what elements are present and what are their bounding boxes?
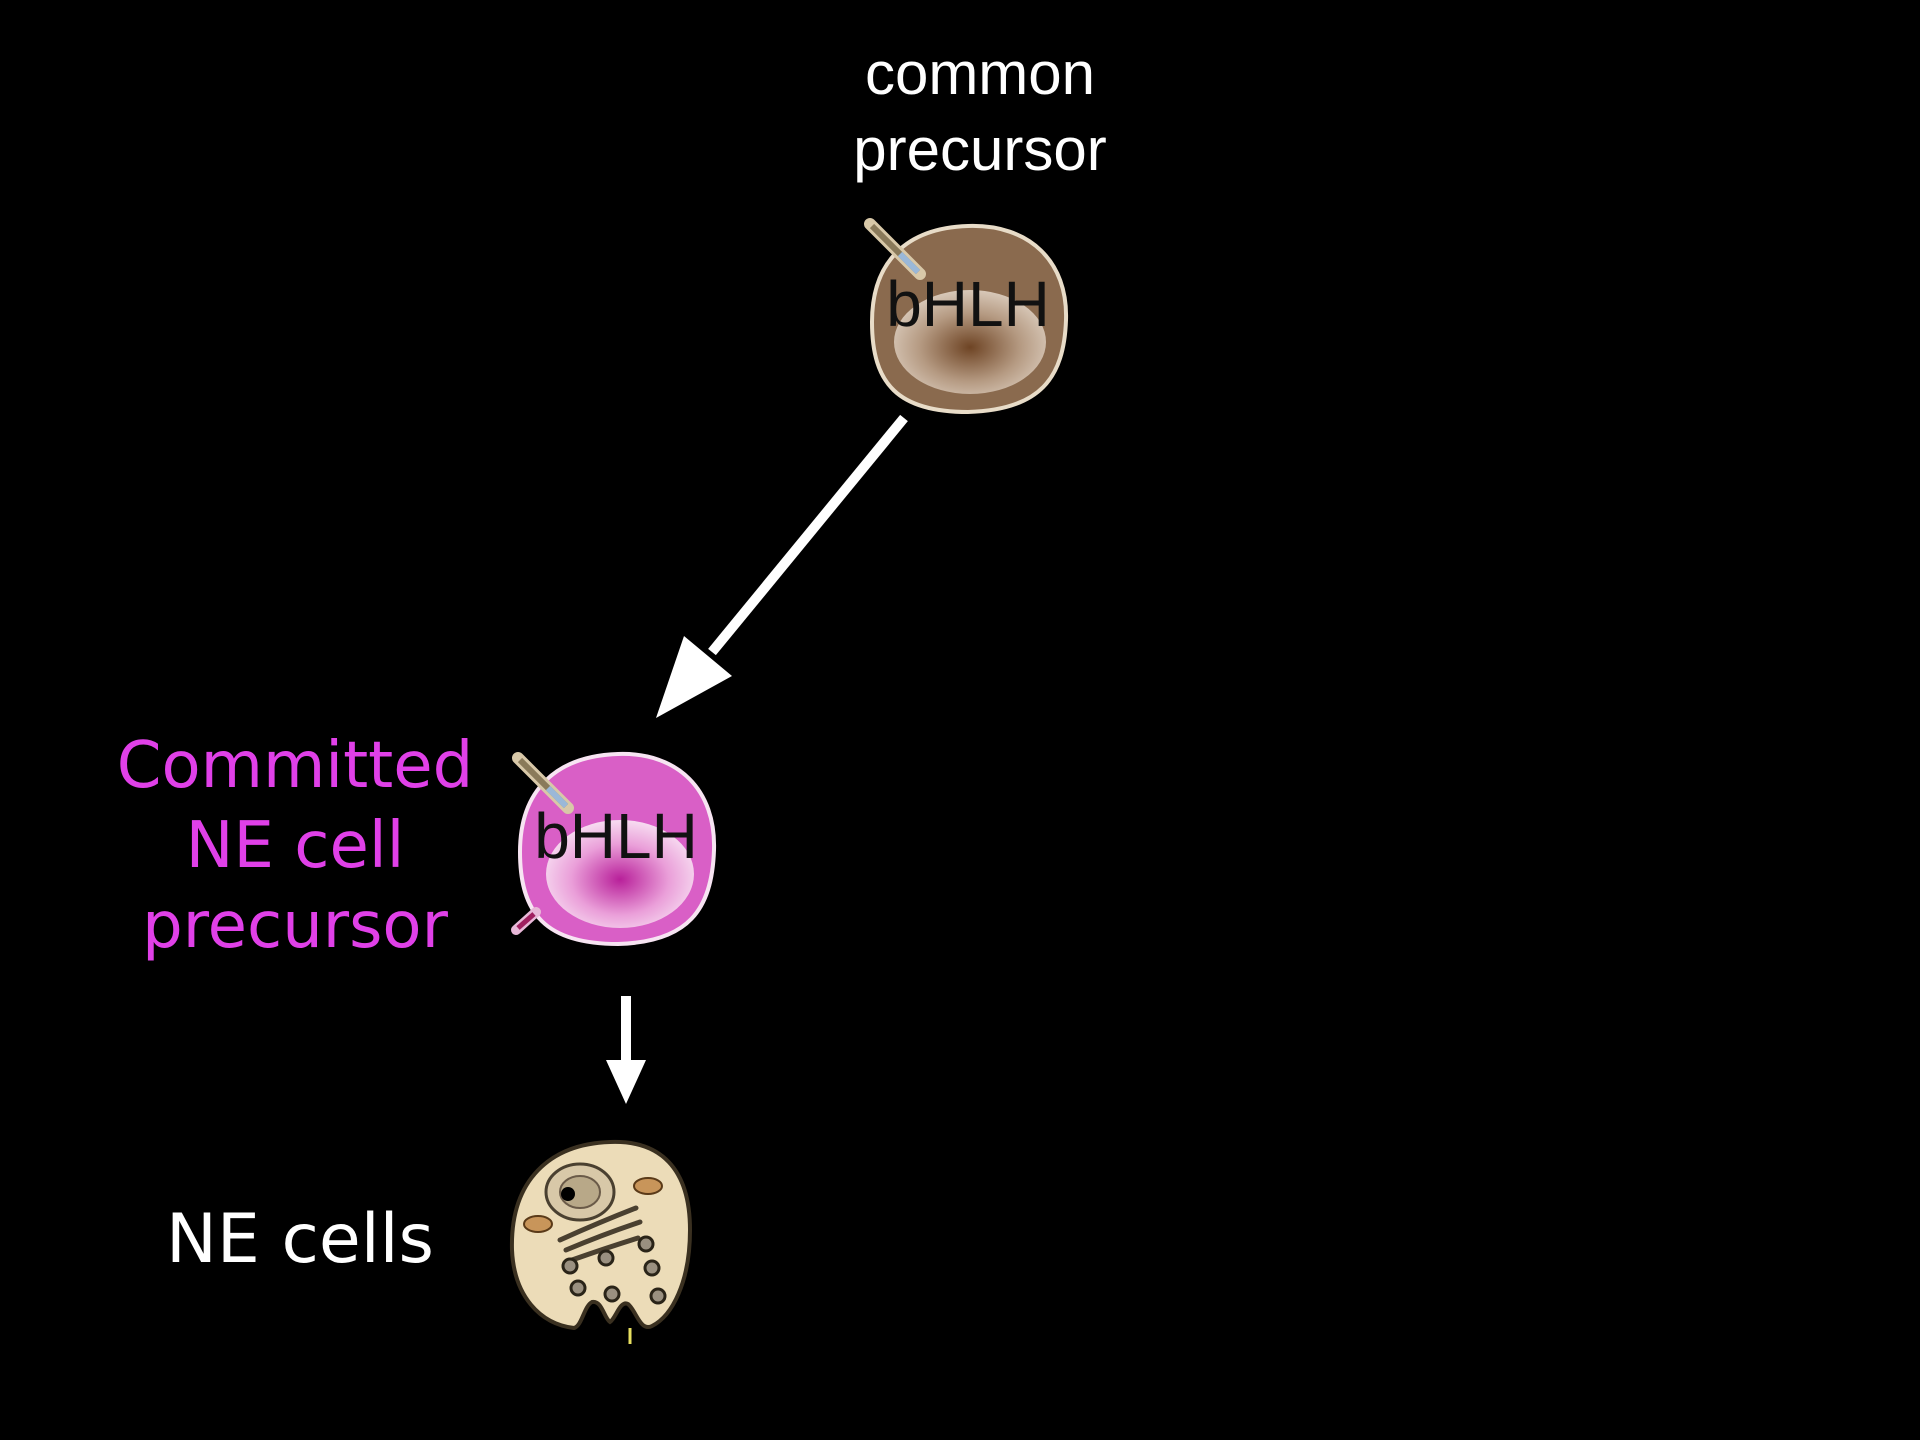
arrow-to-ne-cells — [606, 996, 646, 1104]
common-precursor-nucleus — [894, 290, 1046, 394]
ne-cell-mitochondrion-2 — [523, 1215, 553, 1233]
ne-cell-golgi — [557, 1205, 643, 1263]
common-precursor-bhlh-text: bHLH — [886, 268, 1050, 340]
committed-precursor-ligand-icon — [511, 907, 541, 935]
common-precursor-label: common precursor — [820, 36, 1140, 188]
ne-cells-label: NE cells — [130, 1200, 470, 1280]
committed-precursor-label-line-3: precursor — [142, 889, 448, 963]
committed-precursor-nucleus — [546, 820, 694, 928]
common-precursor-receptor-icon — [864, 218, 926, 280]
committed-precursor-label: Committed NE cell precursor — [110, 726, 480, 966]
committed-precursor-cell: bHLH — [511, 751, 717, 947]
committed-precursor-label-line-2: NE cell — [185, 809, 405, 883]
common-precursor-label-line-2: precursor — [853, 116, 1107, 183]
committed-precursor-label-line-1: Committed — [116, 729, 474, 803]
ne-cell-mitochondrion-1 — [633, 1177, 663, 1195]
common-precursor-cell: bHLH — [864, 218, 1069, 415]
ne-cell-granules — [561, 1235, 667, 1305]
ne-cell — [509, 1139, 693, 1344]
arrow-to-committed — [656, 414, 908, 718]
ne-cells-label-text: NE cells — [166, 1200, 434, 1279]
committed-precursor-receptor-icon — [512, 752, 574, 814]
ne-cell-nucleolus — [561, 1187, 575, 1201]
committed-precursor-bhlh-text: bHLH — [534, 800, 698, 872]
common-precursor-label-line-1: common — [864, 40, 1096, 107]
